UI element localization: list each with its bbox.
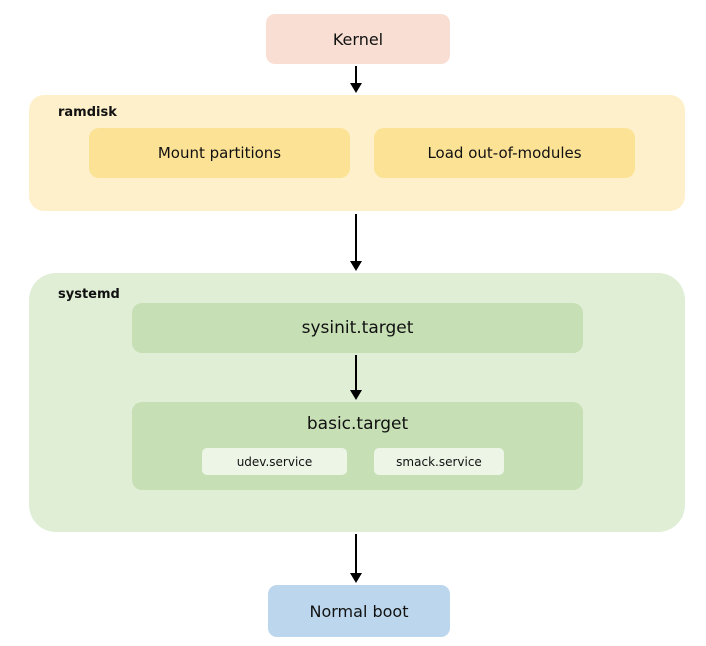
ramdisk-group: ramdisk Mount partitions Load out-of-mod… <box>29 95 685 211</box>
arrow-sysinit-to-basic-icon <box>348 355 364 400</box>
mount-partitions-node: Mount partitions <box>89 128 350 178</box>
basic-target-label: basic.target <box>306 414 409 434</box>
arrow-shaft <box>355 355 357 390</box>
load-out-of-modules-node: Load out-of-modules <box>374 128 635 178</box>
arrow-shaft <box>355 214 357 261</box>
arrow-shaft <box>355 66 357 83</box>
arrow-systemd-to-normal-boot-icon <box>348 534 364 583</box>
arrow-head <box>350 390 362 400</box>
kernel-node: Kernel <box>266 14 450 64</box>
basic-target-node: basic.target udev.service smack.service <box>132 402 583 490</box>
arrow-head <box>350 83 362 93</box>
systemd-group-label: systemd <box>58 287 120 302</box>
sysinit-target-node: sysinit.target <box>132 303 583 353</box>
normal-boot-node: Normal boot <box>268 585 450 637</box>
arrow-kernel-to-ramdisk-icon <box>348 66 364 93</box>
smack-service-node: smack.service <box>374 448 504 475</box>
udev-service-node: udev.service <box>202 448 347 475</box>
ramdisk-group-label: ramdisk <box>58 105 117 120</box>
arrow-shaft <box>355 534 357 573</box>
arrow-head <box>350 261 362 271</box>
arrow-head <box>350 573 362 583</box>
systemd-group: systemd sysinit.target basic.target udev… <box>29 273 685 532</box>
arrow-ramdisk-to-systemd-icon <box>348 214 364 271</box>
